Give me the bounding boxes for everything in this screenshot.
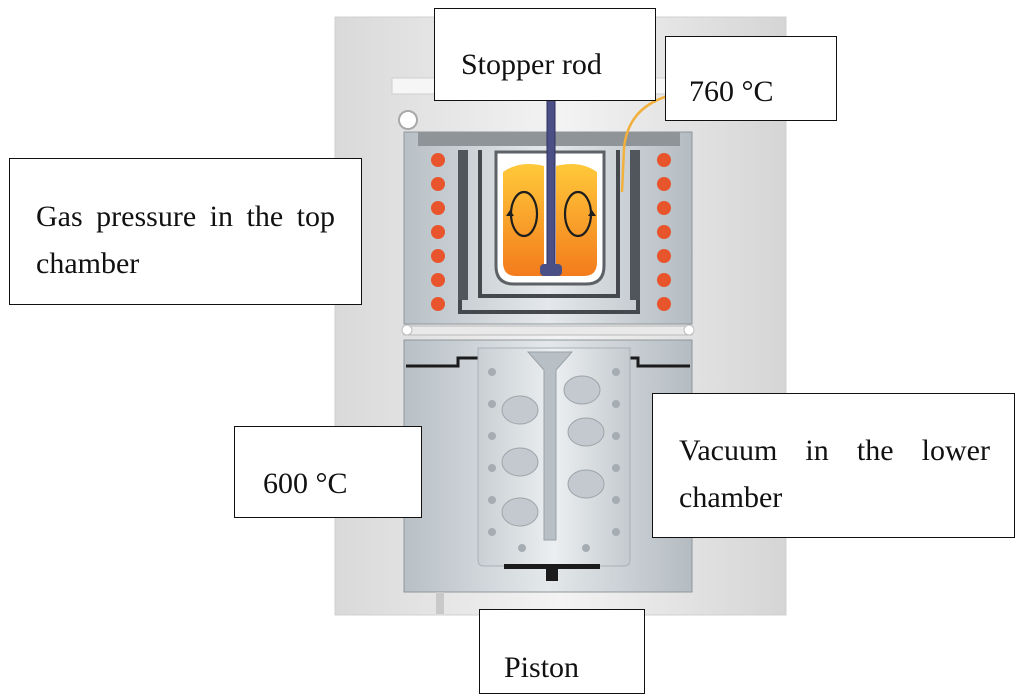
- bottom-temperature-text: 600 °C: [263, 467, 348, 500]
- piston-text: Piston: [504, 651, 580, 684]
- stopper-rod-text: Stopper rod: [461, 48, 602, 81]
- thermocouple-wire: [620, 94, 669, 193]
- stopper-rod-label: Stopper rod: [434, 8, 656, 101]
- gas-pressure-text: Gas pressure in the top chamber: [36, 200, 335, 280]
- heater-coils-right: [657, 153, 671, 311]
- vacuum-label: Vacuum in the lower chamber: [652, 393, 1015, 538]
- casting-parts: [501, 375, 605, 527]
- gas-pressure-label: Gas pressure in the top chamber: [9, 158, 362, 305]
- bottom-temperature-label: 600 °C: [234, 426, 422, 518]
- separator-plate: [401, 324, 695, 336]
- gauge-icon: [398, 110, 418, 130]
- crucible: [494, 150, 606, 286]
- stopper-rod: [540, 99, 562, 276]
- top-temperature-label: 760 °C: [665, 36, 837, 121]
- molten-metal-right: [556, 164, 597, 276]
- piston-label: Piston: [479, 609, 645, 694]
- molten-metal-left: [503, 164, 544, 276]
- sprue: [526, 351, 574, 541]
- vacuum-text: Vacuum in the lower chamber: [679, 434, 990, 514]
- top-temperature-text: 760 °C: [689, 75, 774, 108]
- investment-mould: [477, 347, 631, 567]
- heater-coils-left: [431, 153, 445, 311]
- piston-plate: [504, 564, 600, 581]
